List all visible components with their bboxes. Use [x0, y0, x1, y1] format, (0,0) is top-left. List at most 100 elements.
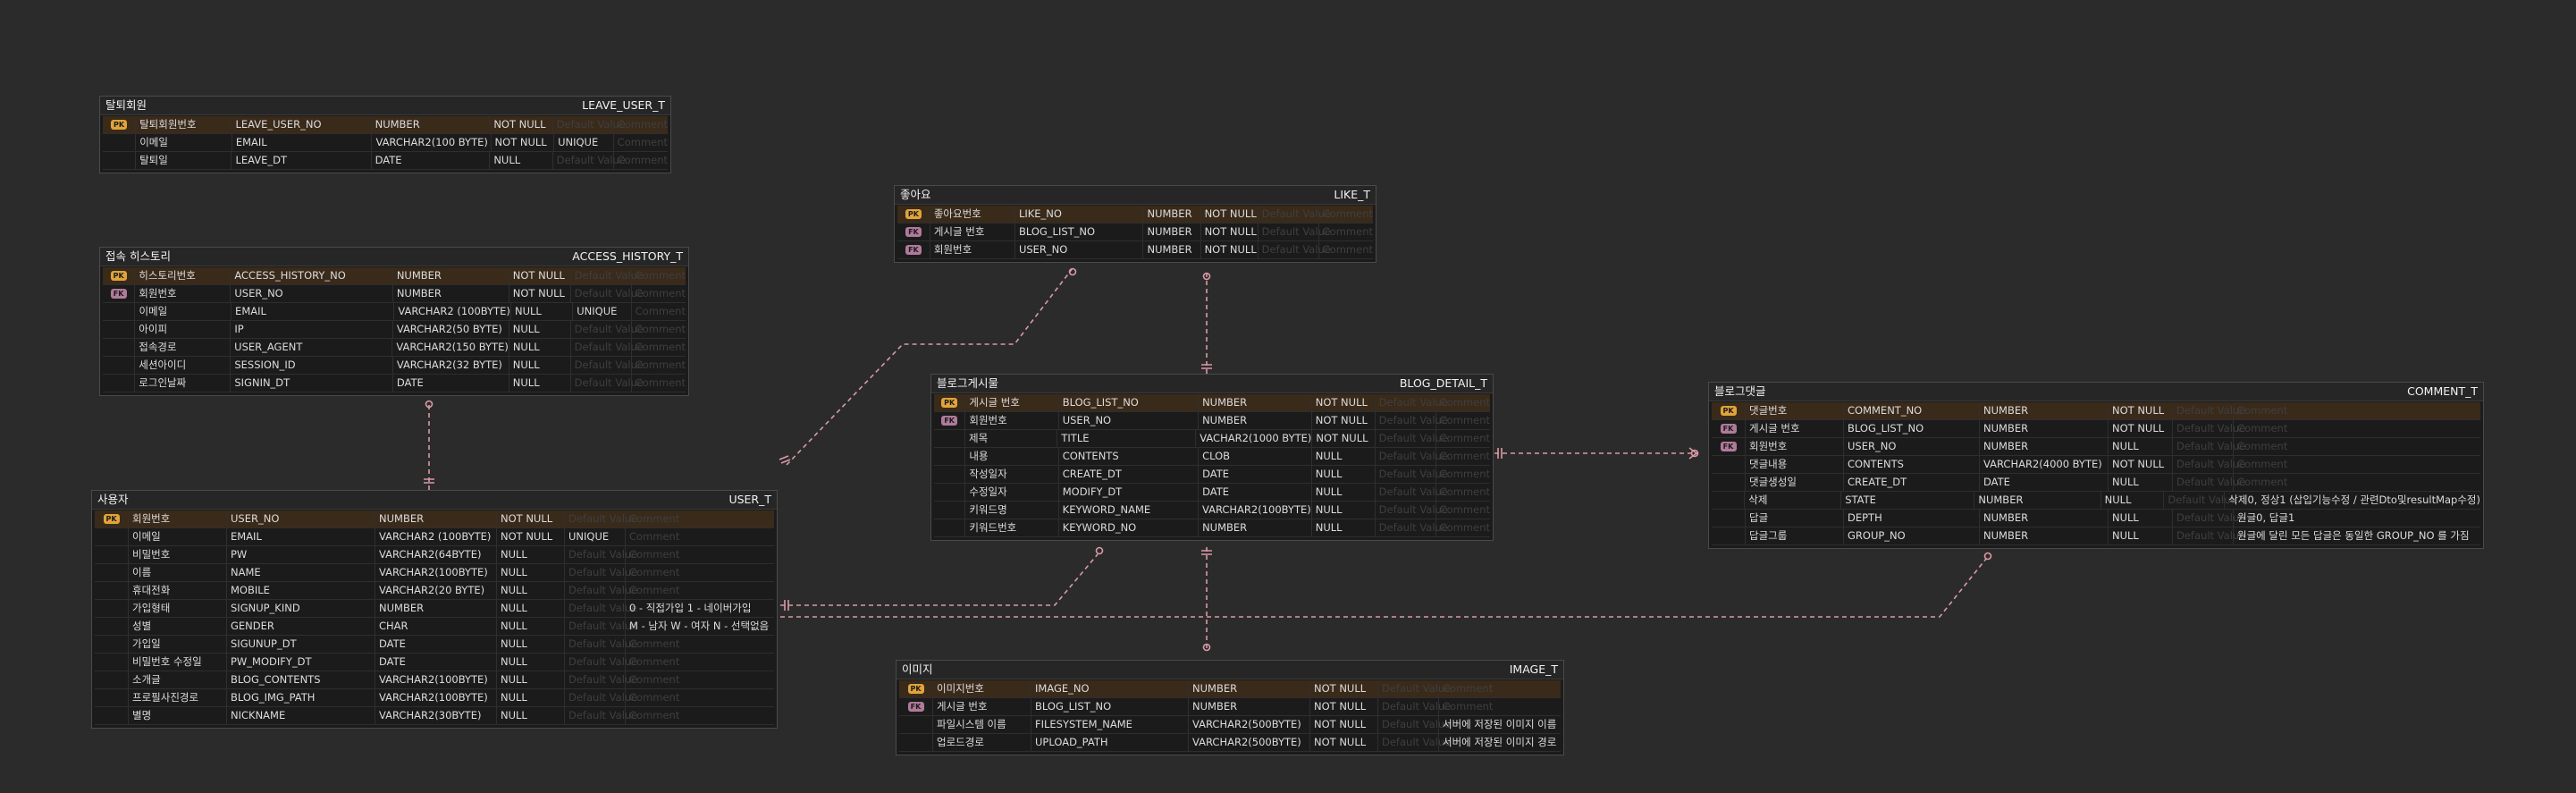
column-physical-name: CONTENTS — [1844, 456, 1980, 473]
column-physical-name: LEAVE_USER_NO — [232, 116, 372, 133]
primary-key-icon: PK — [941, 398, 958, 408]
key-cell — [103, 303, 136, 320]
column-logical-name: 수정일자 — [965, 484, 1059, 501]
column-logical-name: 답글그룹 — [1746, 527, 1844, 544]
column-comment: Comment — [1322, 207, 1373, 220]
column-nullable: NULL — [497, 600, 565, 617]
column-default: Default Value — [2173, 510, 2245, 527]
primary-key-icon: PK — [111, 120, 128, 130]
column-nullable: NULL — [497, 618, 565, 635]
column-default: Default Value — [565, 636, 637, 653]
column-default: Default Value — [565, 689, 637, 706]
column-nullable: NULL — [497, 582, 565, 599]
column-comment: Comment — [617, 118, 668, 131]
column-default: Default Value — [1378, 734, 1451, 751]
column-type: VARCHAR2(500BYTE) — [1189, 734, 1310, 751]
column-comment: Comment — [1439, 521, 1490, 534]
column-logical-name: 키워드명 — [965, 502, 1059, 519]
column-comment: Comment — [629, 691, 680, 704]
column-comment: Comment — [635, 323, 686, 335]
column-type: VARCHAR2(100BYTE) — [375, 689, 497, 706]
column-type: NUMBER — [1199, 519, 1312, 536]
entity-logical-name: 이미지 — [902, 662, 933, 676]
key-cell — [1712, 492, 1746, 509]
primary-key-icon: PK — [905, 209, 922, 219]
column-type: NUMBER — [1143, 206, 1201, 223]
column-logical-name: 삭제 — [1745, 492, 1842, 509]
column-nullable: NOT NULL — [509, 285, 571, 302]
column-physical-name: PW_MODIFY_DT — [227, 654, 375, 671]
column-logical-name: 게시글 번호 — [933, 698, 1031, 715]
column-physical-name: MOBILE — [227, 582, 375, 599]
column-comment: Comment — [1439, 503, 1490, 516]
column-type: CHAR — [375, 618, 497, 635]
column-nullable: NOT NULL — [1310, 680, 1378, 697]
column-physical-name: BLOG_LIST_NO — [1015, 224, 1144, 240]
column-physical-name: ACCESS_HISTORY_NO — [231, 267, 393, 284]
column-nullable: NULL — [1312, 484, 1376, 501]
column-nullable: NULL — [490, 152, 553, 169]
column-nullable: NOT NULL — [1312, 412, 1376, 429]
